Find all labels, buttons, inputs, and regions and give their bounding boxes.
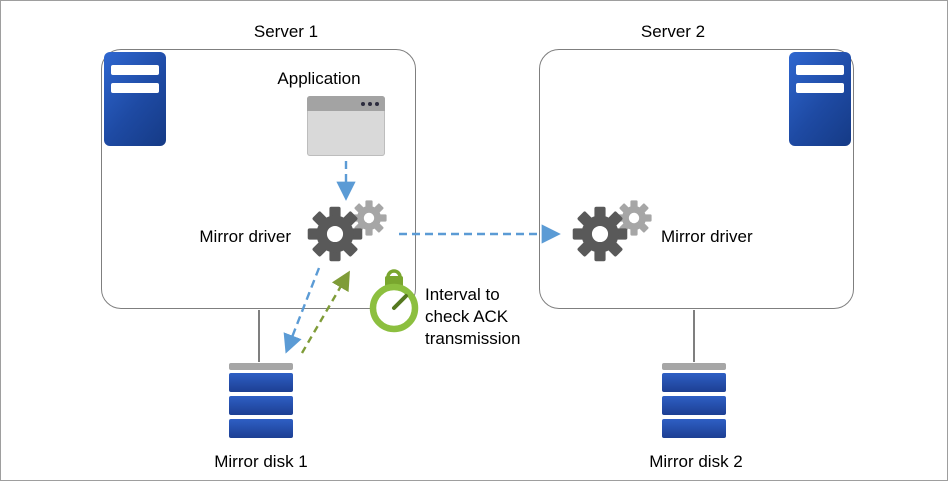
server2-title: Server 2 bbox=[640, 22, 706, 41]
stopwatch-shackle bbox=[386, 269, 402, 278]
app-window-icon bbox=[307, 96, 385, 156]
disk-band bbox=[229, 373, 293, 392]
server1-tower-icon bbox=[104, 52, 166, 146]
disk-band bbox=[229, 396, 293, 415]
server-vent-bar bbox=[796, 65, 844, 75]
stopwatch-icon bbox=[369, 269, 419, 333]
mirror-driver1-label: Mirror driver bbox=[199, 227, 291, 246]
server2-tower-icon bbox=[789, 52, 851, 146]
server-vent-bar bbox=[111, 83, 159, 93]
mirror-disk1-icon bbox=[229, 363, 293, 442]
mirror-disk1-label: Mirror disk 1 bbox=[214, 452, 308, 471]
disk-cap bbox=[662, 363, 726, 370]
mirror-disk2-icon bbox=[662, 363, 726, 442]
stopwatch-hand bbox=[392, 294, 408, 310]
disk-band bbox=[662, 373, 726, 392]
mirror-disk2-label: Mirror disk 2 bbox=[649, 452, 743, 471]
server-vent-bar bbox=[111, 65, 159, 75]
server1-title: Server 1 bbox=[253, 22, 319, 41]
gears-icon bbox=[569, 203, 631, 265]
server-vent-bar bbox=[796, 83, 844, 93]
window-dot-icon bbox=[375, 101, 379, 106]
window-dot-icon bbox=[368, 101, 372, 106]
interval-annotation: Interval to check ACK transmission bbox=[425, 285, 521, 349]
disk-band bbox=[229, 419, 293, 438]
disk-band bbox=[662, 396, 726, 415]
gears-icon bbox=[304, 203, 366, 265]
mirror-driver2-label: Mirror driver bbox=[661, 227, 753, 246]
window-dot-icon bbox=[361, 101, 365, 106]
disk-band bbox=[662, 419, 726, 438]
application-label: Application bbox=[277, 69, 361, 88]
app-window-titlebar bbox=[307, 96, 385, 111]
disk-cap bbox=[229, 363, 293, 370]
